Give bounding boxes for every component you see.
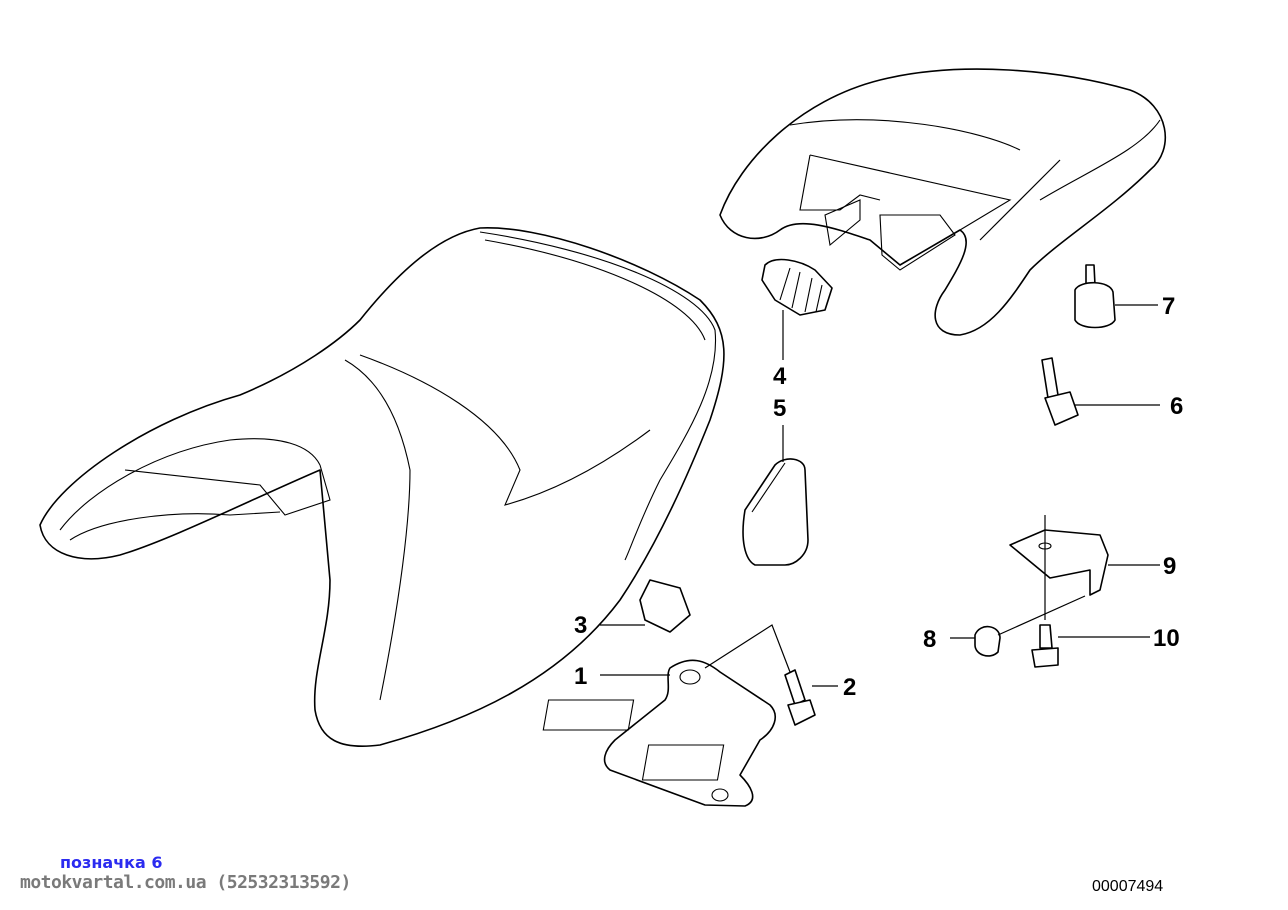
callout-5: 5 — [773, 395, 786, 422]
part-7-rubber-buffer — [1074, 264, 1116, 329]
diagram-number: 00007494 — [1092, 878, 1164, 895]
part-4-rubber-buffer — [761, 258, 833, 316]
part-5-cover — [742, 458, 809, 566]
part-8-nut — [974, 595, 1086, 657]
callout-9: 9 — [1163, 553, 1176, 580]
rider-seat — [39, 227, 725, 747]
part-1-holder-plate — [542, 624, 791, 807]
watermark-tag: позначка 6 — [60, 853, 163, 872]
callout-4: 4 — [773, 363, 787, 390]
watermark-site: motokvartal.com.ua (52532313592) — [20, 872, 351, 893]
callout-6: 6 — [1170, 393, 1183, 420]
pillion-seat — [719, 68, 1166, 336]
part-6-screw — [1041, 357, 1079, 426]
part-3-clip — [639, 579, 691, 633]
callout-7: 7 — [1162, 293, 1175, 320]
callout-1: 1 — [574, 663, 587, 690]
part-10-screw — [1031, 624, 1059, 668]
part-9-bracket — [1009, 515, 1109, 620]
callout-3: 3 — [574, 612, 587, 639]
callout-10: 10 — [1153, 625, 1180, 652]
part-2-screw — [784, 669, 816, 726]
callout-8: 8 — [923, 626, 936, 653]
callout-2: 2 — [843, 674, 856, 701]
